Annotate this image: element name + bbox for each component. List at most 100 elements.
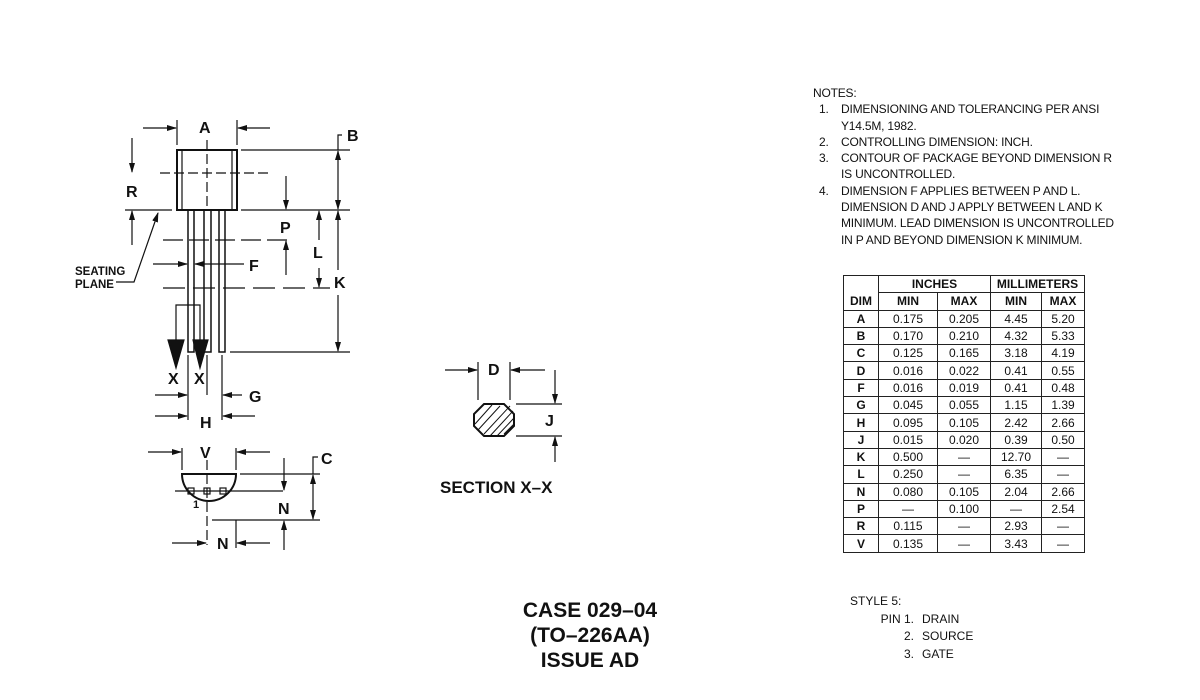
value-cell: — [937, 447, 991, 467]
lead-cross-section [473, 403, 515, 437]
dim-label-N: N [278, 501, 290, 518]
case-title: CASE 029–04 (TO–226AA) ISSUE AD [470, 598, 710, 673]
table-corner [843, 274, 879, 293]
dim-label-L: L [313, 245, 323, 262]
value-cell: 0.022 [937, 361, 991, 380]
value-cell: 2.66 [1041, 413, 1085, 432]
value-cell: 0.045 [878, 396, 938, 415]
value-cell: 0.500 [878, 447, 938, 467]
dim-label-A: A [199, 120, 211, 137]
value-cell: 4.45 [990, 309, 1042, 328]
value-cell: 0.39 [990, 430, 1042, 449]
value-cell: 0.080 [878, 482, 938, 501]
case-package: (TO–226AA) [530, 624, 650, 647]
value-cell: 0.020 [937, 430, 991, 449]
col-header-dim: DIM [843, 292, 879, 311]
dim-label-F: F [249, 258, 259, 275]
value-cell: 0.095 [878, 413, 938, 432]
note-line: CONTOUR OF PACKAGE BEYOND DIMENSION R [841, 151, 1112, 166]
value-cell: 0.165 [937, 344, 991, 363]
case-issue: ISSUE AD [540, 649, 640, 672]
value-cell: 6.35 [990, 465, 1042, 484]
note-line: DIMENSION D AND J APPLY BETWEEN L AND K [841, 200, 1103, 215]
pinout-style: STYLE 5: PIN 1.DRAIN 2.SOURCE 3.GATE [850, 593, 973, 663]
value-cell: 0.016 [878, 361, 938, 380]
value-cell: 2.54 [1041, 499, 1085, 519]
col-header-in-max: MAX [937, 292, 991, 311]
note-item: 4.DIMENSION F APPLIES BETWEEN P AND L.DI… [819, 183, 1114, 248]
value-cell: 0.170 [878, 326, 938, 346]
value-cell: 0.210 [937, 326, 991, 346]
value-cell: 0.175 [878, 309, 938, 328]
pin-row: 3. GATE [850, 646, 973, 664]
dim-cell: B [843, 326, 879, 346]
value-cell: — [1041, 534, 1085, 553]
notes-section: NOTES: 1.DIMENSIONING AND TOLERANCING PE… [813, 85, 1114, 248]
note-number: 2. [819, 134, 829, 149]
seating-plane-label-line2: PLANE [75, 279, 114, 291]
dim-cell: C [843, 344, 879, 363]
value-cell: 0.019 [937, 378, 991, 398]
dim-cell: L [843, 465, 879, 484]
value-cell: 1.39 [1041, 396, 1085, 415]
value-cell: 5.20 [1041, 309, 1085, 328]
value-cell: 1.15 [990, 396, 1042, 415]
style-title: STYLE 5: [850, 594, 902, 608]
section-marker-X-right: X [194, 371, 205, 388]
value-cell: 0.250 [878, 465, 938, 484]
section-marker-X-left: X [168, 371, 179, 388]
value-cell: 2.93 [990, 517, 1042, 536]
dim-cell: A [843, 309, 879, 328]
group-header-inches: INCHES [878, 274, 991, 294]
value-cell: 0.115 [878, 517, 938, 536]
value-cell: 0.105 [937, 413, 991, 432]
value-cell: 0.50 [1041, 430, 1085, 449]
table-row: P—0.100—2.54 [843, 499, 1085, 519]
dim-label-R: R [126, 184, 138, 201]
dim-cell: H [843, 413, 879, 432]
lead-2 [203, 209, 212, 353]
col-header-mm-min: MIN [990, 292, 1042, 311]
dim-cell: V [843, 534, 879, 553]
note-line: DIMENSION F APPLIES BETWEEN P AND L. [841, 183, 1081, 198]
value-cell: — [1041, 465, 1085, 484]
note-item: 2. CONTROLLING DIMENSION: INCH. [819, 134, 1114, 150]
value-cell: 3.43 [990, 534, 1042, 553]
pin-key: 3. [903, 646, 914, 661]
note-number: 3. [819, 151, 829, 166]
value-cell: 3.18 [990, 344, 1042, 363]
value-cell: 0.41 [990, 361, 1042, 380]
value-cell: 0.055 [937, 396, 991, 415]
lead-3 [218, 209, 226, 353]
value-cell: 0.55 [1041, 361, 1085, 380]
pin-name: GATE [922, 646, 954, 661]
note-line: DIMENSIONING AND TOLERANCING PER ANSI [841, 102, 1100, 117]
pin-name: SOURCE [922, 629, 974, 643]
value-cell: — [990, 499, 1042, 519]
dim-cell: R [843, 517, 879, 536]
value-cell: 2.66 [1041, 482, 1085, 501]
value-cell: 0.125 [878, 344, 938, 363]
dim-cell: N [843, 482, 879, 501]
dim-cell: J [843, 430, 879, 449]
value-cell: — [878, 499, 938, 519]
value-cell: 0.48 [1041, 378, 1085, 398]
dim-cell: P [843, 499, 879, 519]
pin-key: PIN 1. [880, 611, 914, 626]
value-cell: — [937, 517, 991, 536]
note-line: CONTROLLING DIMENSION: INCH. [841, 134, 1033, 149]
dim-cell: F [843, 378, 879, 398]
value-cell: 0.100 [937, 499, 991, 519]
value-cell: 4.19 [1041, 344, 1085, 363]
